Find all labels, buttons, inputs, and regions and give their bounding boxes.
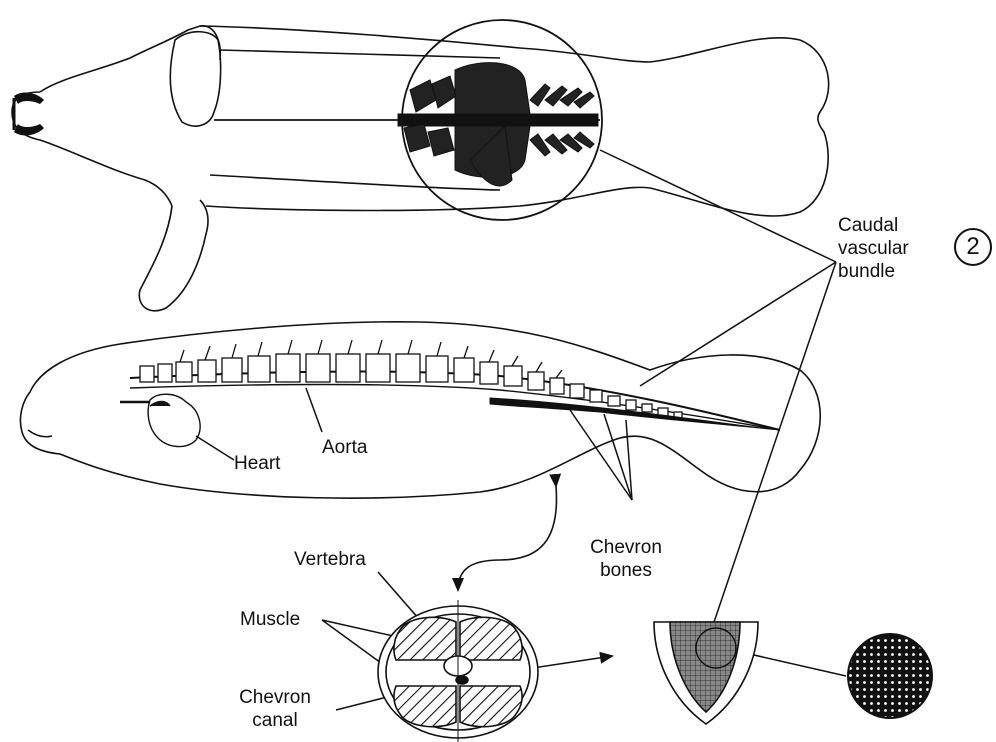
chevron-bundle-section [654, 622, 758, 724]
side-view-spine [130, 340, 780, 430]
heart-label: Heart [234, 452, 280, 475]
top-view-flipper-upper [170, 32, 220, 126]
chevron-label-line: Chevron [566, 536, 686, 559]
top-view-mouth [14, 93, 44, 136]
side-view-mouth-detail [28, 430, 52, 437]
caudal-bundle-leader [712, 262, 836, 628]
top-view-inner-line [220, 50, 500, 58]
tail-cross-section [378, 600, 538, 742]
vertebra-label: Vertebra [294, 548, 366, 571]
figure-number-badge: 2 [954, 228, 992, 266]
aorta-leader [306, 388, 322, 432]
top-view-inner-line [210, 175, 500, 190]
chevron-bones-label: Chevron bones [566, 536, 686, 582]
top-view-tail-skeleton [398, 63, 598, 186]
section-indicator-arrow [458, 486, 557, 590]
caudal-bundle-leader [640, 262, 836, 386]
vascular-label-line: vascular [838, 237, 909, 260]
caudal-vascular-bundle-label: Caudal vascular bundle [838, 214, 909, 283]
chevron-bones-leader [626, 420, 632, 500]
chevron-canal-label: Chevron canal [220, 686, 330, 732]
muscle-label: Muscle [240, 608, 300, 631]
chevron-canal-line-1: Chevron [220, 686, 330, 709]
vascular-bundle-magnified [848, 634, 932, 718]
caudal-label-line: Caudal [838, 214, 909, 237]
top-view-head-outline [12, 26, 220, 206]
manatee-top-view [12, 20, 829, 311]
bones-label-line: bones [566, 559, 686, 582]
caudal-bundle-leader [600, 150, 836, 262]
bundle-label-line: bundle [838, 260, 909, 283]
aorta-label: Aorta [322, 436, 367, 459]
heart-leader [196, 436, 234, 460]
top-view-flipper-lower [139, 200, 208, 311]
chevron-bones-leader [604, 414, 632, 500]
heart-drawing [120, 394, 200, 446]
chevron-canal-line-2: canal [220, 709, 330, 732]
